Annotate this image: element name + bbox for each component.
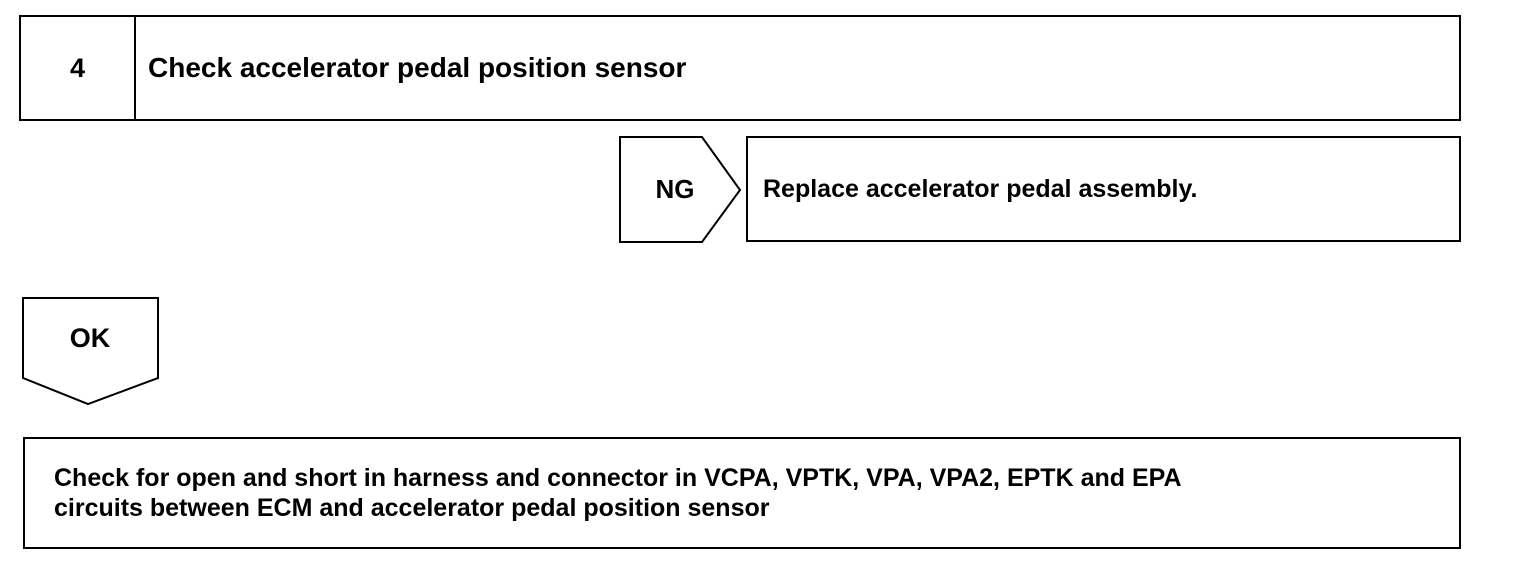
- ok-arrow-shape: [22, 297, 159, 406]
- ng-action-box: Replace accelerator pedal assembly.: [746, 136, 1461, 242]
- step-header-box: 4 Check accelerator pedal position senso…: [19, 15, 1461, 121]
- ok-label: OK: [69, 322, 111, 353]
- ng-label: NG: [655, 173, 695, 204]
- next-check-box: Check for open and short in harness and …: [23, 437, 1461, 549]
- next-check-line-2: circuits between ECM and accelerator ped…: [54, 494, 770, 522]
- next-check-text: Check for open and short in harness and …: [54, 463, 1439, 523]
- step-number: 4: [21, 17, 136, 119]
- ng-arrow-shape: [619, 136, 742, 243]
- step-title: Check accelerator pedal position sensor: [148, 52, 687, 83]
- next-check-line-1: Check for open and short in harness and …: [54, 464, 1182, 492]
- ng-action-text: Replace accelerator pedal assembly.: [763, 174, 1198, 203]
